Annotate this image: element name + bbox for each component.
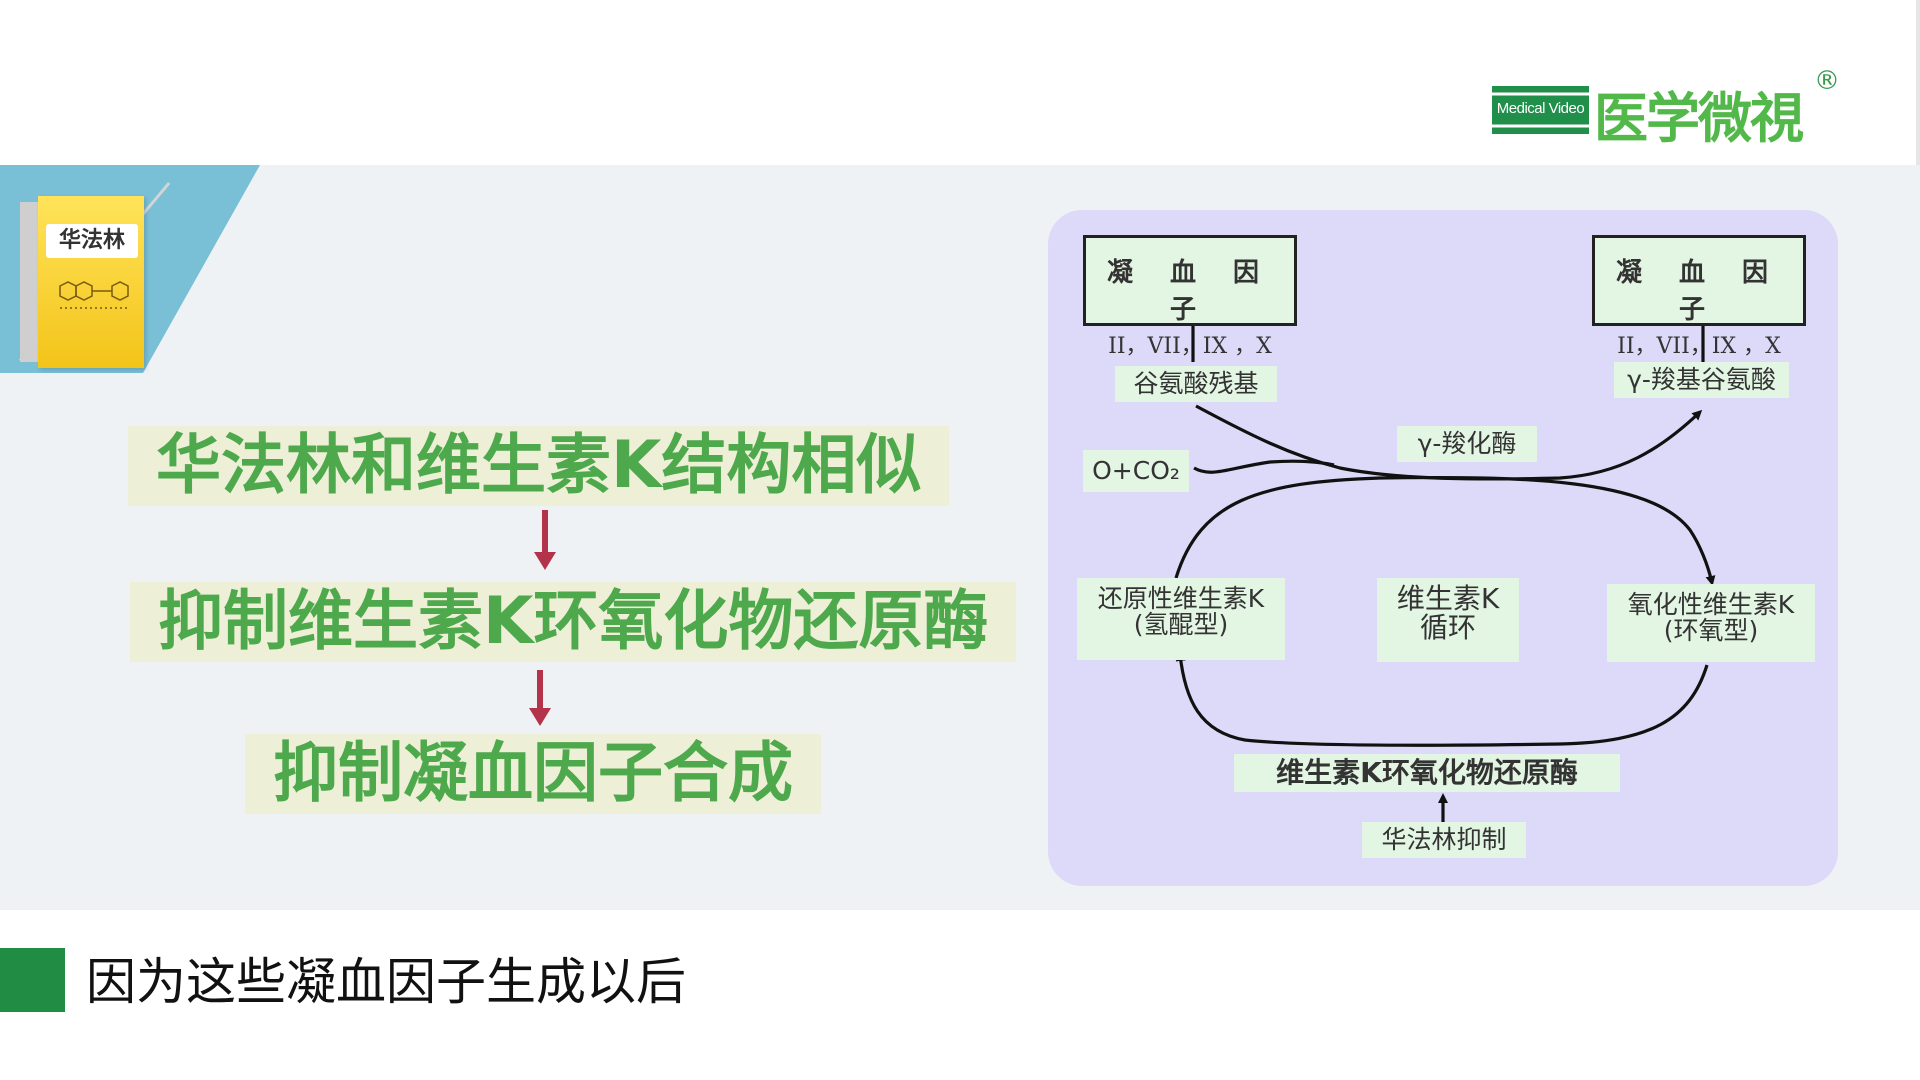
logo-chinese: 医学微視: [1594, 87, 1804, 150]
label-glutamate: 谷氨酸残基: [1115, 366, 1277, 402]
step-2: 抑制维生素K环氧化物还原酶: [130, 582, 1017, 662]
label-carboxylase: γ-羧化酶: [1397, 426, 1537, 462]
logo-box: [1492, 86, 1589, 134]
label-vitamin-k-cycle: 维生素K 循环: [1377, 578, 1519, 662]
oxidized-vk-line2: (环氧型): [1663, 616, 1759, 646]
factor-title-right: 凝 血 因 子: [1615, 258, 1783, 325]
label-gamma-carboxy-glutamate: γ-羧基谷氨酸: [1614, 362, 1789, 398]
subtitle-text: 因为这些凝血因子生成以后: [86, 953, 686, 1011]
label-warfarin-inhibit: 华法林抑制: [1362, 822, 1526, 858]
label-reduced-vitamin-k: 还原性维生素K (氢醌型): [1077, 578, 1285, 660]
cycle-line1: 维生素K: [1396, 582, 1500, 615]
subtitle-marker: [0, 948, 65, 1012]
label-oxidized-vitamin-k: 氧化性维生素K (环氧型): [1607, 584, 1815, 662]
registered-mark: ®: [1814, 66, 1840, 96]
lower-cycle-arc: [1175, 651, 1709, 747]
o-co2-line: [1193, 459, 1335, 474]
reduced-vk-line2: (氢醌型): [1133, 610, 1229, 640]
brand-logo: Medical Video 医学微視 ®: [1492, 66, 1840, 150]
factor-box-right: 凝 血 因 子 II，VII，IX ，X: [1592, 235, 1806, 359]
book-spine: [20, 202, 38, 362]
factor-sub-right: II，VII，IX ，X: [1617, 334, 1781, 359]
edge-bar: [1916, 0, 1920, 165]
warfarin-box-image: 华法林: [20, 196, 144, 368]
step-1: 华法林和维生素K结构相似: [128, 426, 950, 506]
cycle-line2: 循环: [1419, 611, 1476, 645]
factor-box-left: 凝 血 因 子 II，VII，IX ，X: [1083, 235, 1297, 359]
down-arrow-2: [529, 670, 551, 726]
step-3: 抑制凝血因子合成: [245, 734, 822, 814]
upper-cycle-arc: [1174, 475, 1716, 586]
factor-sub-left: II，VII，IX ，X: [1108, 334, 1272, 359]
oxidized-vk-line1: 氧化性维生素K: [1627, 590, 1795, 619]
label-reductase: 维生素K环氧化物还原酶: [1234, 754, 1620, 792]
down-arrow-1: [534, 510, 556, 570]
molecule-icon: [59, 281, 129, 309]
reduced-vk-line1: 还原性维生素K: [1097, 584, 1265, 613]
factor-title-left: 凝 血 因 子: [1106, 258, 1274, 325]
book-label: 华法林: [46, 224, 138, 258]
logo-english: Medical Video: [1496, 100, 1585, 117]
label-o-co2: O+CO₂: [1083, 450, 1189, 492]
